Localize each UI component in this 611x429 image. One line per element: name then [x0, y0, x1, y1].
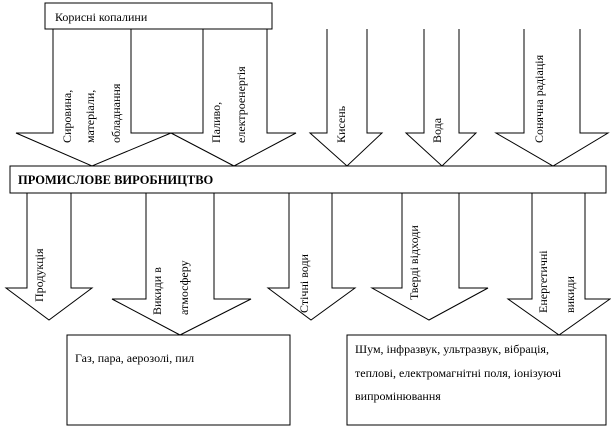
output-label: Продукція: [32, 248, 46, 302]
arrow-wastewater: [266, 193, 357, 321]
output-label: атмосферу: [177, 260, 191, 315]
mineral-resources-box: [44, 2, 273, 30]
air-emissions-text: Газ, пара, аерозолі, пил: [75, 351, 194, 365]
energy-emissions-box: [346, 334, 607, 426]
energy-emissions-text: випромінювання: [355, 389, 441, 403]
input-label: матеріали,: [83, 90, 97, 143]
input-label: електроенергія: [234, 66, 248, 143]
industrial-production-box: [9, 165, 607, 194]
mineral-resources-label: Корисні копалини: [55, 10, 148, 24]
input-label: Сировина,: [60, 90, 74, 143]
arrow-products: [4, 193, 94, 321]
input-label: Паливо,: [209, 102, 223, 143]
arrow-water: [404, 29, 478, 167]
energy-emissions-text: теплові, електромагнітні поля, іонізуючі: [355, 366, 562, 380]
energy-emissions-text: Шум, інфразвук, ультразвук, вібрація,: [355, 342, 549, 356]
output-label: Стічні води: [297, 253, 311, 313]
arrow-solid-waste: [370, 193, 489, 321]
industrial-production-label: ПРОМИСЛОВЕ ВИРОБНИЦТВО: [18, 173, 214, 187]
output-label: викиди: [563, 276, 577, 313]
input-label: Вода: [430, 117, 444, 143]
arrow-energy-emissions: [506, 193, 611, 336]
arrow-solar-radiation: [494, 29, 610, 167]
output-label: Викиди в: [150, 267, 164, 315]
air-emissions-box: [66, 334, 291, 426]
input-label: обладнання: [109, 83, 123, 143]
input-label: Кисень: [334, 105, 348, 143]
output-label: Тверді відходи: [407, 225, 421, 300]
input-label: Сонячна радіація: [532, 54, 546, 143]
output-label: Енергетичні: [536, 250, 550, 313]
arrow-oxygen: [308, 29, 384, 167]
